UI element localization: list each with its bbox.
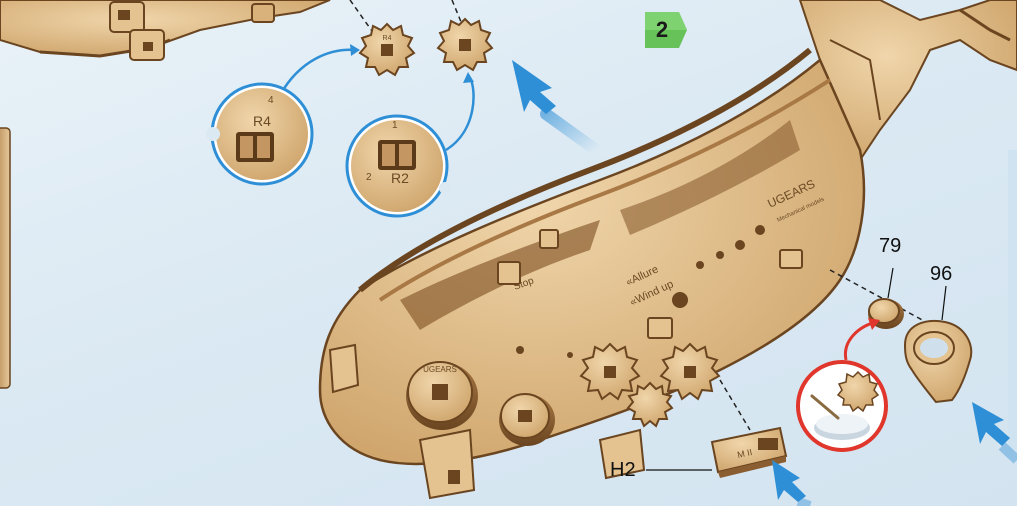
left-edge-panel xyxy=(0,128,10,388)
inset-connector-r4 xyxy=(280,50,356,95)
leader-line-96 xyxy=(942,286,946,320)
right-edge-strip xyxy=(1008,150,1017,450)
mechanism-disc-ugears: UGEARS xyxy=(406,362,478,430)
mechanism-disc-secondary xyxy=(499,394,555,446)
engraving-ugears-disc: UGEARS xyxy=(423,365,457,374)
glue-detail-circle xyxy=(798,318,886,450)
inset-connector-r2 xyxy=(446,78,474,150)
inset-r2-mark-side: 2 xyxy=(366,172,372,183)
connector-arrowhead-r4 xyxy=(350,44,360,56)
connector-arrowhead-r2 xyxy=(463,72,474,83)
inset-detail-r2: 1 2 R2 xyxy=(347,116,451,216)
insertion-arrow-top xyxy=(512,60,596,150)
step-badge: 2 xyxy=(645,12,685,48)
step-number: 2 xyxy=(645,12,679,48)
inset-detail-r4: 4 R4 xyxy=(206,84,312,184)
part-h2: M II xyxy=(646,428,786,478)
part-label-79: 79 xyxy=(879,236,901,256)
inset-r2-label: R2 xyxy=(391,170,409,186)
part-96 xyxy=(905,286,971,402)
inset-r2-mark-top: 1 xyxy=(392,120,398,131)
guide-line-h2 xyxy=(720,380,750,430)
inset-r4-label: R4 xyxy=(253,113,271,129)
gear-r4-engraving: R4 xyxy=(383,35,392,42)
insertion-arrow-h2 xyxy=(772,460,810,506)
leader-line-79 xyxy=(888,268,893,298)
inset-r4-mark: 4 xyxy=(268,95,274,106)
part-label-h2: H2 xyxy=(610,460,636,480)
tail-structure xyxy=(0,0,330,60)
gear-r4-part: R4 xyxy=(360,24,414,75)
gear-r2-part xyxy=(438,19,492,70)
part-label-96: 96 xyxy=(930,264,952,284)
